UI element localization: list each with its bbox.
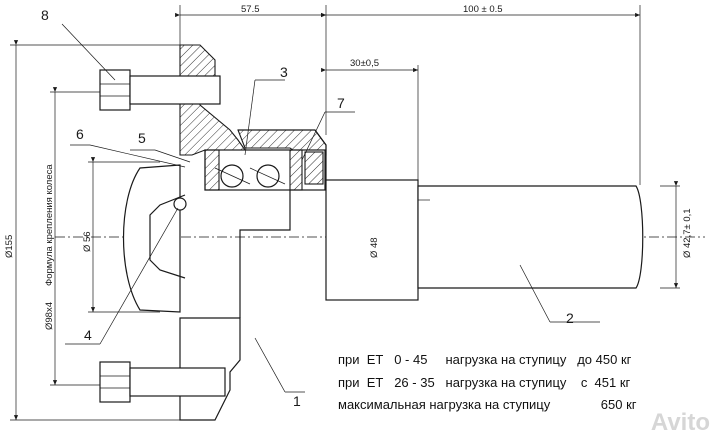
hub-cap-inner: [149, 194, 186, 279]
load-note-2: при ЕТ 26 - 35 нагрузка на ступицу с 451…: [338, 375, 631, 390]
dim-57-5-label: 57.5: [241, 4, 260, 15]
dimension-100: 100 ± 0.5: [321, 4, 641, 185]
callout-8: 8: [41, 7, 116, 81]
load-note-3: максимальная нагрузка на ступицу 650 кг: [338, 397, 637, 412]
callout-1: 1: [254, 337, 305, 409]
dimension-d98: Ø98x4 Формула крепления колеса: [44, 87, 100, 386]
wheel-stud-top: [99, 69, 221, 111]
wheel-stud-bottom: [99, 361, 226, 403]
callout-2: 2: [519, 264, 600, 326]
dim-d48-label: Ø 48: [369, 237, 380, 258]
hub-cap: [122, 164, 181, 313]
dimension-d42: Ø 42,7± 0,1: [660, 181, 693, 289]
avito-watermark: Avito: [650, 409, 710, 436]
dimension-d56: Ø 56: [82, 157, 160, 313]
flange-upper: [179, 44, 247, 156]
svg-text:6: 6: [76, 126, 84, 142]
callout-5: 5: [130, 130, 191, 163]
dim-d155-label: Ø155: [4, 235, 15, 258]
callout-4: 4: [65, 207, 179, 345]
spindle: [325, 179, 644, 301]
callout-7: 7: [301, 95, 355, 161]
svg-text:5: 5: [138, 130, 146, 146]
load-note-1: при ЕТ 0 - 45 нагрузка на ступицу до 450…: [338, 352, 632, 367]
dim-d98-label: Ø98x4: [44, 302, 55, 330]
dim-30-label: 30±0,5: [350, 58, 379, 69]
svg-text:4: 4: [84, 327, 92, 343]
dim-d56-label: Ø 56: [82, 231, 93, 252]
dim-d42-label: Ø 42,7± 0,1: [682, 208, 693, 258]
svg-text:1: 1: [293, 393, 301, 409]
dimension-30: 30±0,5: [321, 58, 419, 180]
dimension-d155: Ø155: [4, 40, 180, 421]
formula-label: Формула крепления колеса: [44, 164, 55, 286]
svg-text:3: 3: [280, 64, 288, 80]
svg-text:2: 2: [566, 310, 574, 326]
dim-100-label: 100 ± 0.5: [463, 4, 503, 15]
svg-text:7: 7: [337, 95, 345, 111]
bearing: [204, 149, 326, 191]
svg-text:8: 8: [41, 7, 49, 23]
callout-3: 3: [244, 64, 288, 156]
callout-6: 6: [70, 126, 186, 168]
grease-fitting: [173, 197, 187, 211]
